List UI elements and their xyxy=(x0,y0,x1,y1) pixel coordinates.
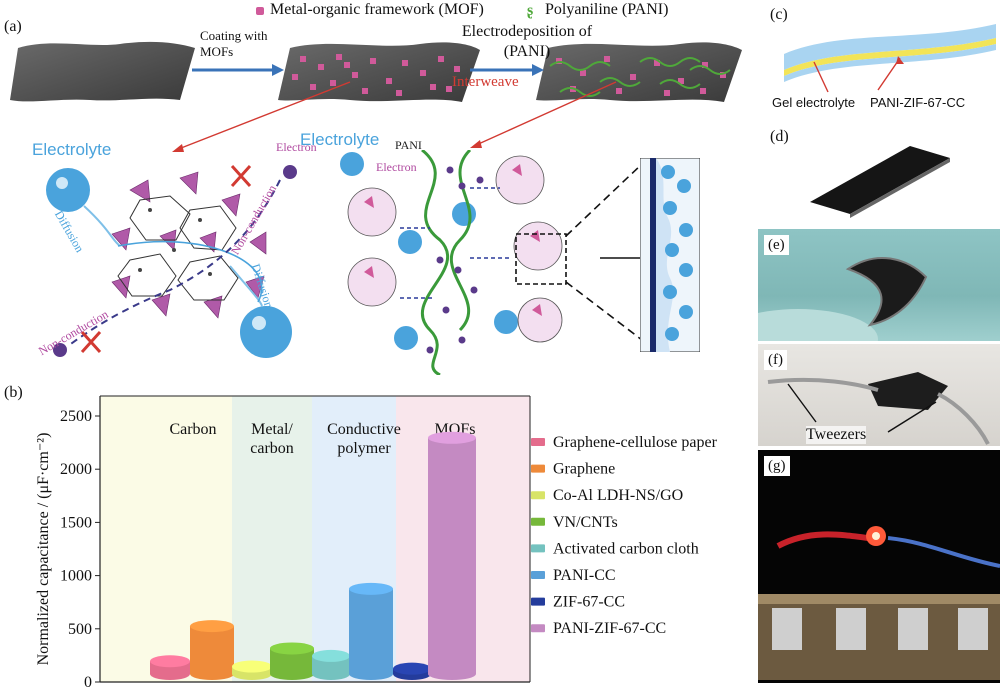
y-tick-label: 0 xyxy=(84,674,92,687)
pani-label: PANI xyxy=(395,138,422,152)
bar-base-1 xyxy=(150,668,190,680)
legend-swatch-1 xyxy=(531,438,545,446)
electrolyte-right-label: Electrolyte xyxy=(300,130,380,149)
bar-top-7 xyxy=(393,662,431,675)
zoom-arrows xyxy=(172,81,617,152)
legend-label-5: Activated carbon cloth xyxy=(553,540,699,557)
bar-base-2 xyxy=(190,668,234,680)
bar-base-5 xyxy=(312,668,350,680)
legend-label-1: Graphene-cellulose paper xyxy=(553,434,718,451)
panel-d-label: (d) xyxy=(770,128,789,145)
legend-swatch-4 xyxy=(531,517,545,526)
legend-label-3: Co-Al LDH-NS/GO xyxy=(553,487,683,504)
y-axis-label: Normalized capacitance / (μF·cm⁻²) xyxy=(35,433,52,666)
bar-top-8 xyxy=(428,431,476,444)
tweezers-photo: (f) Tweezers xyxy=(758,344,1000,446)
legend-swatch-7 xyxy=(531,597,545,606)
panel-g-label: (g) xyxy=(764,456,790,476)
bar-top-4 xyxy=(270,642,314,655)
panel-e-label: (e) xyxy=(764,235,789,255)
y-tick-label: 2500 xyxy=(60,408,92,425)
mof-coated-cloth xyxy=(278,42,480,102)
pani-legend-label: Polyaniline (PANI) xyxy=(545,1,669,18)
bar-8 xyxy=(428,437,476,674)
step-electrodeposition-label: Electrodeposition of (PANI) xyxy=(461,23,593,60)
electron-right-label: Electron xyxy=(376,160,417,174)
y-tick-label: 500 xyxy=(68,621,92,638)
fabrication-sheets xyxy=(10,41,742,102)
mof-legend-label: Metal-organic framework (MOF) xyxy=(270,1,484,18)
bar-2 xyxy=(190,626,234,674)
legend-label-4: VN/CNTs xyxy=(553,514,618,531)
bar-top-6 xyxy=(349,582,393,595)
panel-c-label: (c) xyxy=(770,6,788,23)
step-coating-label: Coating with MOFs xyxy=(200,28,268,59)
y-tick-label: 1500 xyxy=(60,514,92,531)
region-label-1: Carbon xyxy=(169,421,216,438)
region-band-2 xyxy=(232,396,312,682)
panel-b-label: (b) xyxy=(4,384,23,401)
legend-swatch-5 xyxy=(531,544,545,553)
legend-swatch-2 xyxy=(531,464,545,473)
legend-swatch-6 xyxy=(531,571,545,579)
electrolyte-left-label: Electrolyte xyxy=(32,140,112,159)
legend-swatch-3 xyxy=(531,491,545,500)
bar-top-5 xyxy=(312,649,350,662)
electron-left-label: Electron xyxy=(276,140,317,154)
electrode-closeup xyxy=(640,158,700,352)
mof-structure-schematic xyxy=(46,150,640,375)
panel-a-label: (a) xyxy=(4,18,22,35)
y-tick-label: 2000 xyxy=(60,461,92,478)
pani-mof-network xyxy=(340,150,640,375)
pani-legend-icon: ʂ xyxy=(527,2,534,19)
bar-base-6 xyxy=(349,668,393,680)
legend-label-8: PANI-ZIF-67-CC xyxy=(553,620,666,637)
legend-label-2: Graphene xyxy=(553,461,615,478)
device-name-label: PANI-ZIF-67-CC xyxy=(870,95,966,110)
interweave-label: Interweave xyxy=(452,74,519,90)
y-tick-label: 1000 xyxy=(60,568,92,585)
bar-6 xyxy=(349,588,393,674)
bending-photo: (e) xyxy=(758,229,1000,341)
bar-top-2 xyxy=(190,620,234,633)
bar-top-3 xyxy=(232,660,272,673)
tweezers-label: Tweezers xyxy=(806,426,867,444)
gel-electrolyte-label: Gel electrolyte xyxy=(772,95,856,110)
device-photo xyxy=(810,146,950,218)
legend-label-6: PANI-CC xyxy=(553,567,616,584)
panel-f-label: (f) xyxy=(764,350,787,370)
led-demo-photo: (g) xyxy=(758,450,1000,683)
bar-base-4 xyxy=(270,668,314,680)
device-layer-diagram xyxy=(784,24,996,93)
mof-legend-swatch xyxy=(256,7,264,15)
bar-base-8 xyxy=(428,668,476,680)
bar-top-1 xyxy=(150,655,190,668)
legend-swatch-8 xyxy=(531,624,545,633)
bare-carbon-cloth xyxy=(10,41,195,102)
legend-label-7: ZIF-67-CC xyxy=(553,594,625,611)
zif-cage-left xyxy=(46,164,297,358)
region-label-2: Metal/carbon xyxy=(250,421,294,457)
